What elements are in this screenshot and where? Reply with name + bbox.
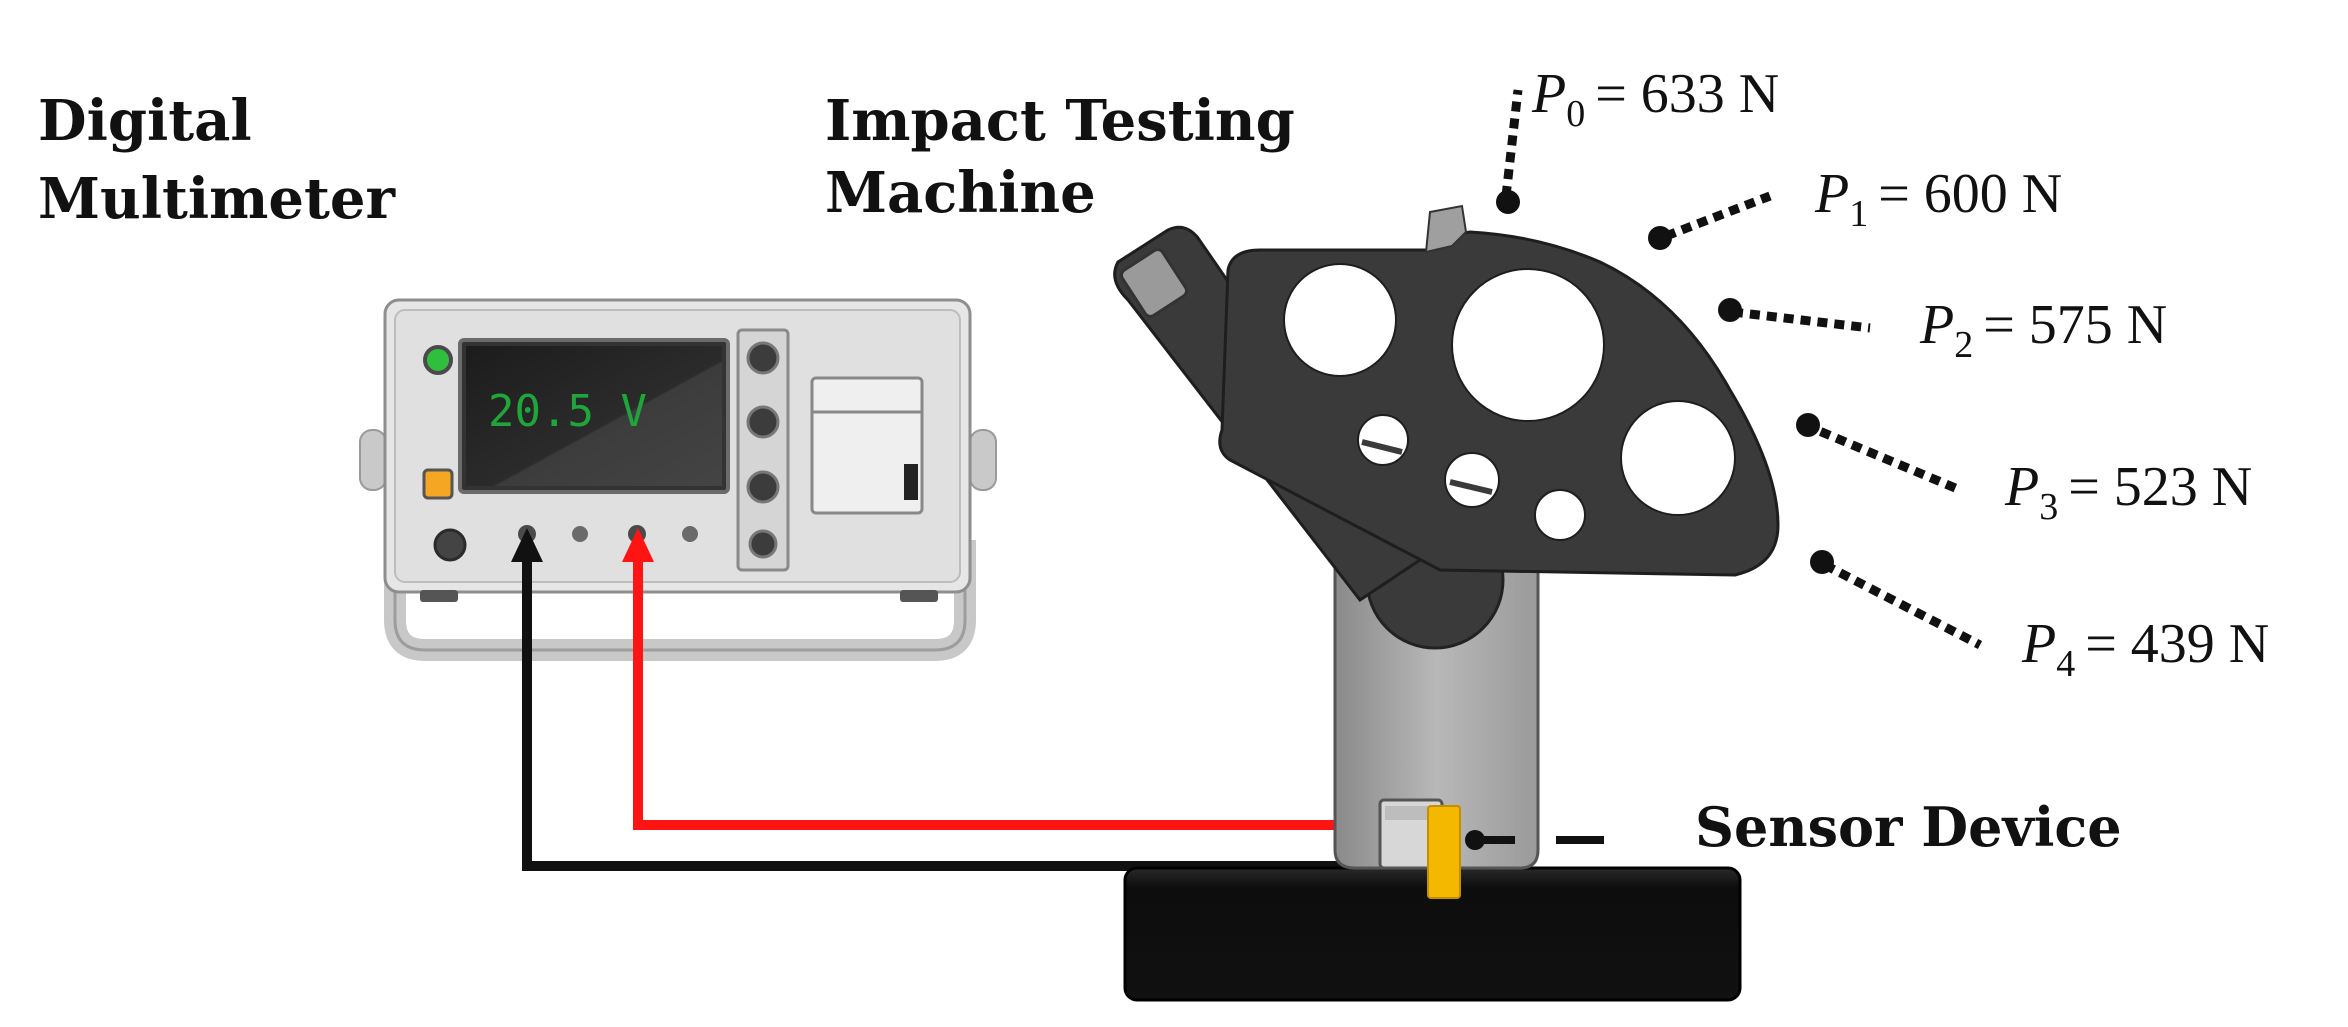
negative-arrow <box>511 528 543 562</box>
force-dots <box>1496 190 1834 574</box>
impact-testing-machine <box>1113 204 1780 1002</box>
force-leader-p0 <box>1501 89 1523 197</box>
force-leader-p1 <box>1664 191 1772 241</box>
dial-knob <box>433 528 467 562</box>
digital-multimeter: 20.5 V <box>359 298 997 661</box>
hammer-hole <box>1451 268 1605 422</box>
force-label-p0: P0= 633 N <box>1531 63 1779 135</box>
force-label-p1: P1= 600 N <box>1814 163 2062 235</box>
hammer-hole <box>1283 263 1397 377</box>
force-leader-p3 <box>1803 420 1962 495</box>
force-leaders <box>1501 89 1983 649</box>
positive-arrow <box>622 528 654 562</box>
hammer-hole <box>1620 400 1736 516</box>
force-leader-p2 <box>1732 307 1871 333</box>
force-leader-p4 <box>1822 561 1983 649</box>
sensor-device <box>1427 805 1461 899</box>
voltage-reading: 20.5 V <box>488 386 647 437</box>
hammer-hole <box>1534 489 1586 541</box>
wires <box>511 528 1380 871</box>
force-label-p3: P3= 523 N <box>2004 456 2252 528</box>
positive-wire <box>633 560 1380 830</box>
machine-label: Impact Testing Machine <box>825 88 1314 226</box>
multimeter-label: Digital Multimeter <box>38 88 396 232</box>
sensor-label: Sensor Device <box>1695 795 2122 859</box>
function-button <box>422 468 454 500</box>
negative-wire <box>522 560 1380 871</box>
force-label-p2: P2= 575 N <box>1919 294 2167 366</box>
force-label-p4: P4= 439 N <box>2021 613 2269 685</box>
power-led <box>423 345 453 375</box>
